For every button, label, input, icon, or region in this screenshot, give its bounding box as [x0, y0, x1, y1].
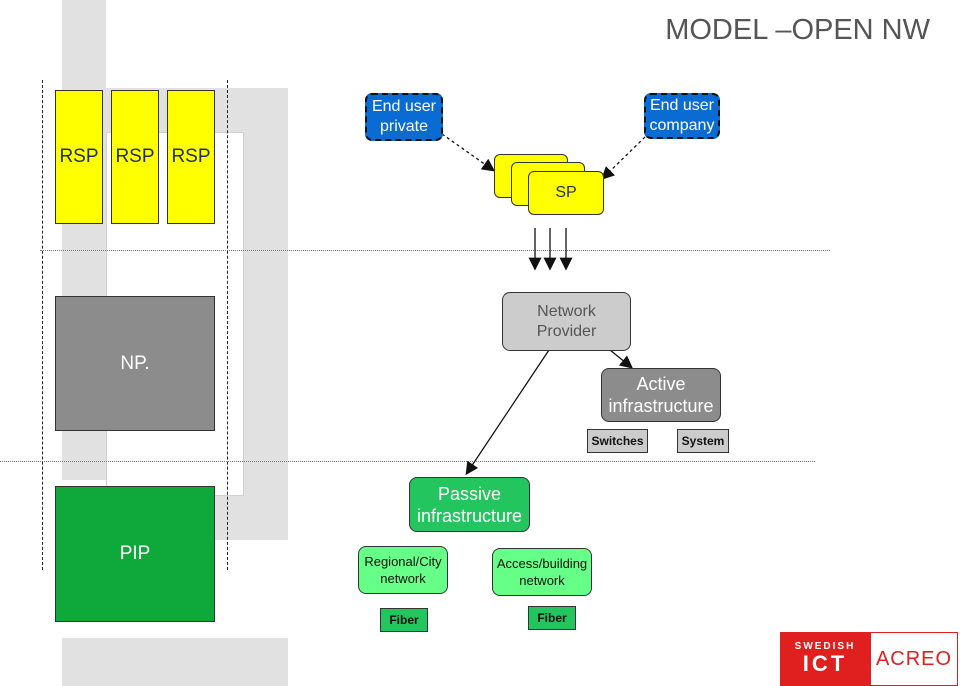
background-band-bottom — [62, 638, 288, 686]
logo-text-swedish: SWEDISH — [794, 641, 856, 652]
arrow-private-to-sp — [441, 133, 496, 172]
rsp-box-2: RSP — [111, 90, 159, 224]
system-label: System — [681, 434, 725, 448]
regional-city-network-box: Regional/City network — [358, 546, 448, 594]
end-user-company-box: End user company — [644, 93, 720, 139]
rsp-label: RSP — [115, 146, 155, 167]
arrow-np-to-passive — [465, 349, 550, 476]
access-building-network-box: Access/building network — [492, 548, 592, 596]
passive-infrastructure-box: Passive infrastructure — [409, 477, 530, 532]
end-user-company-label: End user company — [649, 97, 715, 134]
separator-line-bottom — [0, 461, 815, 462]
dashed-line-left — [42, 80, 43, 570]
switches-box: Switches — [587, 429, 648, 453]
separator-line-top — [40, 250, 830, 251]
system-box: System — [677, 429, 729, 453]
acreo-label: ACREO — [875, 647, 953, 670]
fiber-label: Fiber — [537, 611, 567, 625]
rsp-label: RSP — [59, 146, 99, 167]
acreo-logo: ACREO — [870, 632, 958, 686]
switches-label: Switches — [591, 434, 644, 448]
active-infrastructure-box: Active infrastructure — [601, 368, 721, 422]
network-provider-box: Network Provider — [502, 292, 631, 351]
sp-box-front: SP — [528, 171, 604, 215]
fiber-label: Fiber — [389, 613, 419, 627]
np-label: NP. — [120, 352, 150, 374]
pip-label: PIP — [119, 543, 151, 564]
rsp-label: RSP — [171, 146, 211, 167]
swedish-ict-logo: SWEDISH ICT — [780, 632, 870, 686]
page-title: MODEL –OPEN NW — [665, 14, 930, 46]
passive-infrastructure-label: Passive infrastructure — [416, 483, 523, 526]
rsp-box-1: RSP — [55, 90, 103, 224]
logo-text-ict: ICT — [802, 651, 848, 676]
regional-city-network-label: Regional/City network — [364, 554, 442, 586]
dashed-line-right — [227, 80, 228, 570]
arrow-np-to-active — [609, 349, 634, 369]
fiber-box-access: Fiber — [528, 606, 576, 630]
fiber-box-regional: Fiber — [380, 608, 428, 632]
sp-label: SP — [555, 184, 577, 201]
arrow-company-to-sp — [601, 136, 646, 180]
np-box: NP. — [55, 296, 215, 431]
end-user-private-box: End user private — [365, 93, 443, 141]
access-building-network-label: Access/building network — [496, 556, 588, 588]
active-infrastructure-label: Active infrastructure — [608, 374, 714, 416]
rsp-box-3: RSP — [167, 90, 215, 224]
pip-box: PIP — [55, 486, 215, 622]
network-provider-label: Network Provider — [536, 302, 597, 340]
end-user-private-label: End user private — [371, 98, 437, 135]
